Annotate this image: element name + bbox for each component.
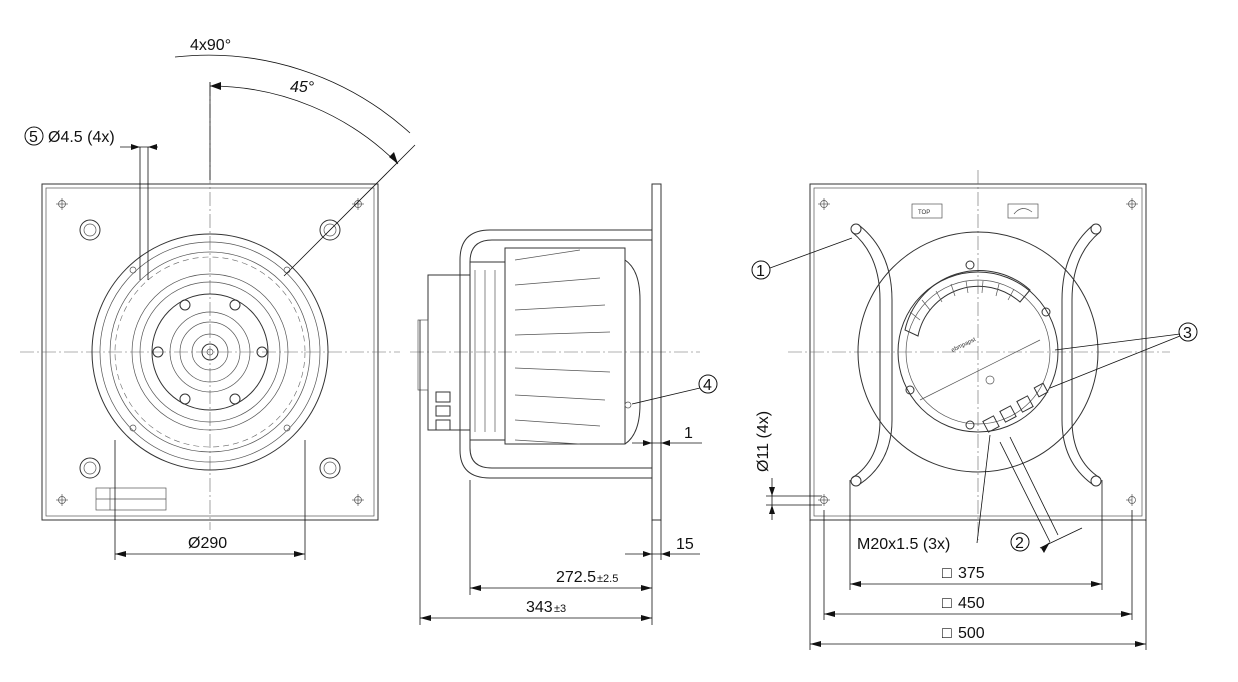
side-impeller-blades: [514, 249, 611, 445]
rear-heatsink-fins: [909, 280, 1015, 321]
rear-electronics-disc: [897, 271, 1059, 433]
balloon-4: 4: [703, 377, 712, 394]
balloon-2: 2: [1015, 535, 1024, 552]
balloon-3: 3: [1183, 325, 1192, 342]
mount-hole-label: Ø11 (4x): [755, 411, 772, 472]
size-450-label: 450: [958, 595, 985, 612]
side-view: 4 1 15 272.5 ±2.5 343 ±3: [410, 183, 718, 625]
square-symbol-375: □: [942, 565, 952, 582]
front-corner-holes: [56, 198, 364, 506]
depth-impeller-label: 272.5: [556, 569, 596, 586]
depth-impeller-tol: ±2.5: [597, 573, 618, 585]
side-frame-top: [459, 229, 652, 479]
flange-thickness-label: 15: [676, 536, 694, 553]
angle-offset-label: 45°: [290, 79, 315, 96]
depth-total-label: 343: [526, 599, 553, 616]
depth-total-tol: ±3: [554, 603, 566, 615]
rear-handle-right: [1071, 231, 1101, 479]
front-view: 4x90° 45° 5 Ø4.5 (4x) Ø290: [20, 37, 416, 560]
square-symbol-450: □: [942, 595, 952, 612]
rear-handle-left: [851, 231, 881, 479]
angle-pattern-label: 4x90°: [190, 37, 231, 54]
balloon-1: 1: [756, 263, 765, 280]
hole-spec-label: Ø4.5 (4x): [48, 129, 115, 146]
front-mount-bosses: [79, 219, 341, 479]
square-symbol-500: □: [942, 625, 952, 642]
side-electronics: [427, 274, 471, 431]
rear-housing-ring: [857, 231, 1099, 473]
side-cable-glands: [435, 391, 451, 431]
side-impeller: [504, 247, 626, 445]
front-inlet-ring: [91, 233, 329, 471]
top-tag-label: TOP: [918, 210, 930, 216]
airflow-arrow-icon: [1007, 203, 1039, 219]
balloon-5: 5: [29, 129, 38, 146]
size-375-label: 375: [958, 565, 985, 582]
rear-cable-glands: [982, 382, 1049, 433]
angle-arc-45: [209, 85, 399, 165]
cable-gland-label: M20x1.5 (3x): [857, 536, 950, 553]
rear-view: TOP ebmpapst: [751, 170, 1198, 650]
gap-dim-label: 1: [684, 425, 693, 442]
brand-mark: ebmpapst: [951, 337, 978, 354]
side-flange: [651, 183, 662, 521]
front-hub-bolts: [152, 299, 268, 405]
inlet-diameter-label: Ø290: [188, 535, 227, 552]
rear-corner-holes: [818, 198, 1138, 506]
angle-arc-4x90: [174, 54, 411, 134]
size-500-label: 500: [958, 625, 985, 642]
top-tag: [911, 203, 943, 219]
